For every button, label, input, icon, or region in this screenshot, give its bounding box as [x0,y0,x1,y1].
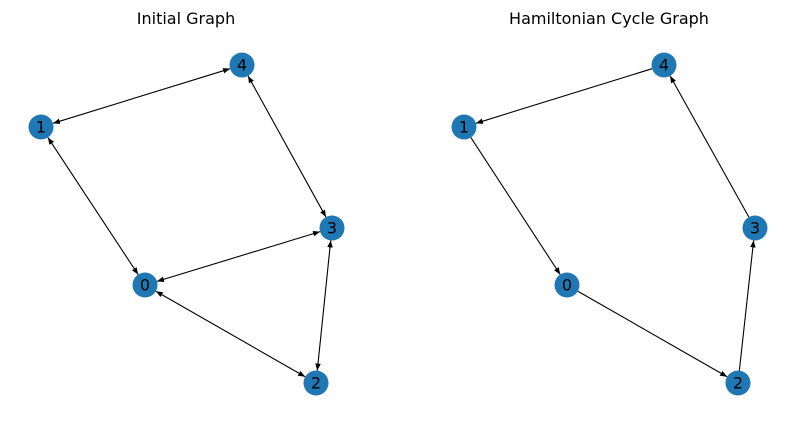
node-0: 0 [554,272,580,298]
node-circle [229,52,255,78]
node-circle [319,215,345,241]
edge-0-2 [155,290,306,378]
node-circle [742,215,768,241]
node-0: 0 [132,272,158,298]
edge-1-4 [52,68,231,124]
edge-4-3 [247,75,327,218]
node-circle [554,272,580,298]
node-label: 1 [36,118,46,137]
edge-0-3 [156,231,321,282]
node-circle [303,370,329,396]
edge-3-4 [669,75,750,218]
node-circle [725,370,751,396]
hamiltonian-graph-nodes: 0 1 2 3 4 [451,52,768,396]
edge-2-3 [738,240,756,371]
edge-1-0 [47,137,139,275]
node-circle [132,272,158,298]
initial-graph-nodes: 0 1 2 3 4 [28,52,345,396]
edge-1-0 [470,137,561,275]
edge-0-2 [577,290,728,378]
node-label: 2 [311,374,321,393]
node-3: 3 [742,215,768,241]
node-2: 2 [303,370,329,396]
node-label: 4 [237,56,247,75]
initial-graph-title: Initial Graph [137,9,235,28]
node-label: 3 [327,219,337,238]
panel-hamiltonian-cycle-graph: Hamiltonian Cycle Graph 0 1 2 3 4 [451,9,768,396]
node-label: 0 [562,276,572,295]
node-2: 2 [725,370,751,396]
node-label: 4 [659,56,669,75]
panel-initial-graph: Initial Graph 0 1 2 3 4 [28,9,345,396]
node-circle [651,52,677,78]
hamiltonian-graph-edges [470,68,756,378]
node-3: 3 [319,215,345,241]
hamiltonian-graph-title: Hamiltonian Cycle Graph [509,9,709,28]
node-circle [28,114,54,140]
node-label: 2 [733,374,743,393]
node-label: 3 [750,219,760,238]
edge-4-1 [475,68,653,124]
node-4: 4 [229,52,255,78]
initial-graph-edges [47,68,333,378]
node-4: 4 [651,52,677,78]
node-label: 0 [140,276,150,295]
node-1: 1 [451,114,477,140]
node-label: 1 [459,118,469,137]
node-circle [451,114,477,140]
node-1: 1 [28,114,54,140]
edge-3-2 [315,240,333,371]
